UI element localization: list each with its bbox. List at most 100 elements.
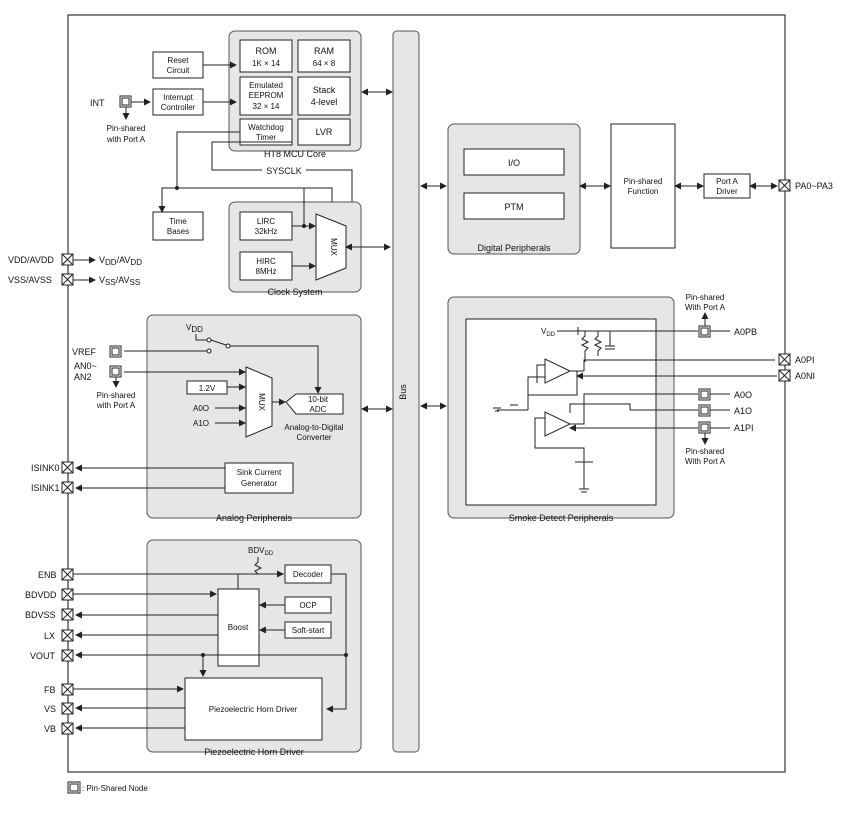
vdd-pin-label: VDD/AVDD <box>8 255 54 265</box>
lirc-block <box>239 211 293 241</box>
fb-pin-label: FB <box>44 685 56 695</box>
adc-desc-1: Analog-to-Digital <box>284 423 343 432</box>
enb-pin-label: ENB <box>38 570 57 580</box>
analog-vdd-label: VDD <box>186 323 203 334</box>
pin-shared-function-block <box>610 123 676 249</box>
analog-a0o-label: A0O <box>193 404 209 413</box>
sink-label-1: Sink Current <box>237 468 282 477</box>
smoke-bottom-note-2: With Port A <box>685 457 726 466</box>
port-a-label-2: Driver <box>716 187 738 196</box>
reset-circuit-block <box>152 51 204 79</box>
smoke-bottom-note-1: Pin-shared <box>686 447 725 456</box>
ptm-label: PTM <box>505 202 524 212</box>
vout-pin-label: VOUT <box>30 651 56 661</box>
digital-peripherals-group: I/O PTM Digital Peripherals <box>447 123 581 255</box>
ocp-label: OCP <box>299 601 316 610</box>
a1pi-pin-label: A1PI <box>734 423 754 433</box>
vb-pin-label: VB <box>44 724 56 734</box>
a0pi-pin <box>778 353 791 366</box>
vdd-pin <box>61 253 74 266</box>
port-a-label-1: Port A <box>716 177 738 186</box>
smoke-vdd-label: VDD <box>541 327 556 338</box>
digital-peripherals-title: Digital Peripherals <box>477 243 551 253</box>
mcu-core-title: HT8 MCU Core <box>264 149 326 159</box>
time-bases-label-1: Time <box>169 217 187 226</box>
lx-pin-label: LX <box>44 631 55 641</box>
clock-mux <box>315 213 347 281</box>
eeprom-label-2: EEPROM <box>249 91 284 100</box>
lirc-freq: 32kHz <box>255 227 278 236</box>
eeprom-size: 32 × 14 <box>253 102 280 111</box>
vss-pin-label: VSS/AVSS <box>8 275 52 285</box>
a1o-pin-label: A1O <box>734 406 752 416</box>
vout-pin <box>61 649 74 662</box>
sink-current-block <box>224 462 294 494</box>
time-bases-label-2: Bases <box>167 227 189 236</box>
reset-label-1: Reset <box>168 56 190 65</box>
analog-peripherals-title: Analog Peripherals <box>216 513 293 523</box>
vs-pin <box>61 702 74 715</box>
smoke-detect-group: Smoke Detect Peripherals VDD <box>447 296 777 523</box>
watchdog-label-2: Timer <box>256 133 276 142</box>
adc-desc-2: Converter <box>296 433 331 442</box>
vss-out-label: VSS/AVSS <box>99 275 140 287</box>
watchdog-label-1: Watchdog <box>248 123 284 132</box>
chip-boundary <box>67 14 786 773</box>
opamp-0 <box>544 358 572 384</box>
pin-shared-label-2: Function <box>628 187 659 196</box>
an-pin-label-2: AN2 <box>74 372 92 382</box>
int-pin-label: INT <box>90 98 105 108</box>
vref-pin-label: VREF <box>72 347 97 357</box>
analog-a1o-label: A1O <box>193 419 209 428</box>
time-bases-block <box>152 211 204 241</box>
legend: : Pin-Shared Node <box>67 781 148 794</box>
vs-pin-label: VS <box>44 704 56 714</box>
reset-label-2: Circuit <box>167 66 190 75</box>
vb-pin <box>61 722 74 735</box>
horn-driver-label: Piezoelectric Horn Driver <box>209 705 298 714</box>
isink1-pin <box>61 481 74 494</box>
isink0-pin <box>61 461 74 474</box>
piezo-title: Piezoelectric Horn Driver <box>204 747 304 757</box>
watchdog-block <box>239 118 293 146</box>
vss-pin <box>61 273 74 286</box>
ram-block <box>297 39 351 73</box>
bdvdd-pin <box>61 588 74 601</box>
clock-system-title: Clock System <box>267 287 322 297</box>
bus-label: Bus <box>398 384 408 400</box>
an-note-1: Pin-shared <box>97 391 136 400</box>
sink-label-2: Generator <box>241 479 277 488</box>
rom-label: ROM <box>256 46 277 56</box>
adc-block <box>285 393 344 415</box>
opamp-1 <box>544 411 572 437</box>
lx-pin <box>61 629 74 642</box>
pa-pin <box>778 179 791 192</box>
adc-label-2: ADC <box>310 405 327 414</box>
an-note-2: with Port A <box>96 401 136 410</box>
a0pb-pin-label: A0PB <box>734 327 757 337</box>
lvr-label: LVR <box>316 127 333 137</box>
int-note-2: with Port A <box>106 135 146 144</box>
analog-peripherals-group: VDD MUX 1.2V A0O A1O 10-bit ADC Analog-t… <box>75 314 362 523</box>
pin-shared-label-1: Pin-shared <box>624 177 663 186</box>
a0ni-pin-label: A0NI <box>795 371 815 381</box>
system-bus <box>392 30 420 753</box>
mcu-core-group: ROM 1K × 14 RAM 64 × 8 Emulated EEPROM 3… <box>228 30 362 159</box>
stack-label: Stack <box>313 85 336 95</box>
ptm-block <box>463 192 565 220</box>
interrupt-label-1: Interrupt <box>163 93 194 102</box>
eeprom-block <box>239 76 293 116</box>
sysclk-label: SYSCLK <box>266 166 302 176</box>
bdvdd-pin-label: BDVDD <box>25 590 57 600</box>
hirc-freq: 8MHz <box>256 267 277 276</box>
stack-block <box>297 76 351 116</box>
hirc-label: HIRC <box>256 257 276 266</box>
smoke-top-note-1: Pin-shared <box>686 293 725 302</box>
io-label: I/O <box>508 158 520 168</box>
rom-size: 1K × 14 <box>252 59 280 68</box>
ram-size: 64 × 8 <box>313 59 336 68</box>
isink0-pin-label: ISINK0 <box>31 463 60 473</box>
isink1-pin-label: ISINK1 <box>31 483 60 493</box>
decoder-label: Decoder <box>293 570 324 579</box>
